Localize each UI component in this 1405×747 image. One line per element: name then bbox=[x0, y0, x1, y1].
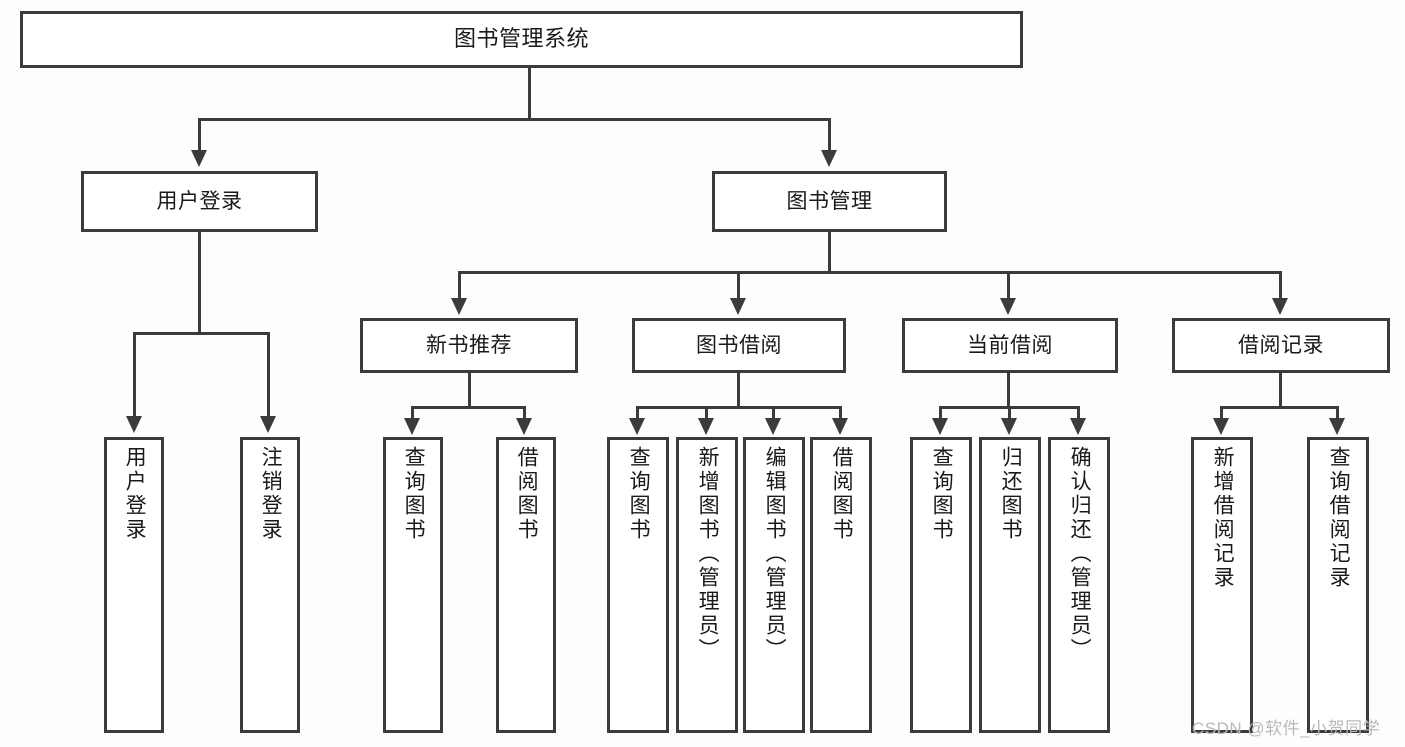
arrow-bm-to-current-borrow bbox=[1000, 298, 1016, 315]
leaf-borrow-record-query-record[interactable]: 查询借阅记录 bbox=[1307, 437, 1369, 733]
leaf-book-borrow-query-book[interactable]: 查询图书 bbox=[607, 437, 669, 733]
connector-book-borrow-bus bbox=[636, 406, 841, 409]
leaf-book-borrow-borrow-book[interactable]: 借阅图书 bbox=[810, 437, 872, 733]
arrow-user-login-to-leaf-0 bbox=[126, 416, 142, 433]
arrow-bb-to-leaf-2 bbox=[765, 418, 781, 435]
leaf-label: 查询借阅记录 bbox=[1327, 446, 1351, 590]
arrow-br-to-leaf-1 bbox=[1329, 418, 1345, 435]
connector-borrow-record-bus bbox=[1220, 406, 1339, 409]
connector-root-to-user-login bbox=[198, 118, 201, 152]
connector-root-stem bbox=[528, 68, 531, 120]
connector-user-login-to-leaf-1 bbox=[267, 332, 270, 420]
connector-user-login-to-leaf-0 bbox=[133, 332, 136, 420]
leaf-book-borrow-add-book-admin[interactable]: 新增图书（管理员） bbox=[676, 437, 738, 733]
leaf-label: 查询图书 bbox=[627, 446, 651, 542]
arrow-root-to-user-login bbox=[191, 150, 207, 167]
leaf-borrow-record-add-record[interactable]: 新增借阅记录 bbox=[1191, 437, 1253, 733]
leaf-label: 注销登录 bbox=[259, 446, 283, 542]
leaf-label: 用户登录 bbox=[123, 446, 147, 542]
connector-bm-to-current-borrow bbox=[1007, 271, 1010, 301]
leaf-label: 借阅图书 bbox=[830, 446, 854, 542]
leaf-label: 编辑图书（管理员） bbox=[763, 446, 787, 662]
connector-user-login-stem bbox=[198, 232, 201, 334]
arrow-cb-to-leaf-2 bbox=[1070, 418, 1086, 435]
arrow-bb-to-leaf-1 bbox=[698, 418, 714, 435]
leaf-user-login-logout[interactable]: 注销登录 bbox=[240, 437, 300, 733]
connector-nb-to-leaf-1 bbox=[523, 406, 526, 422]
leaf-new-book-query-book[interactable]: 查询图书 bbox=[383, 437, 443, 733]
node-current-borrow[interactable]: 当前借阅 bbox=[902, 318, 1118, 373]
connector-new-book-stem bbox=[468, 373, 471, 408]
connector-root-to-book-management bbox=[828, 118, 831, 152]
node-label: 图书管理 bbox=[786, 189, 873, 213]
leaf-book-borrow-edit-book-admin[interactable]: 编辑图书（管理员） bbox=[743, 437, 805, 733]
arrow-cb-to-leaf-1 bbox=[1001, 418, 1017, 435]
leaf-label: 查询图书 bbox=[930, 446, 954, 542]
node-root-book-management-system[interactable]: 图书管理系统 bbox=[20, 11, 1023, 68]
leaf-label: 归还图书 bbox=[999, 446, 1023, 542]
node-new-book-recommend[interactable]: 新书推荐 bbox=[360, 318, 578, 373]
connector-root-bus bbox=[198, 118, 831, 121]
connector-bb-to-leaf-2 bbox=[772, 406, 775, 422]
leaf-user-login-login[interactable]: 用户登录 bbox=[104, 437, 164, 733]
connector-br-to-leaf-1 bbox=[1336, 406, 1339, 422]
node-user-login[interactable]: 用户登录 bbox=[81, 171, 318, 232]
node-label: 用户登录 bbox=[156, 189, 243, 213]
connector-bm-to-new-book bbox=[458, 271, 461, 301]
leaf-new-book-borrow-book[interactable]: 借阅图书 bbox=[496, 437, 556, 733]
leaf-label: 确认归还（管理员） bbox=[1068, 446, 1092, 662]
node-book-management[interactable]: 图书管理 bbox=[712, 171, 947, 232]
connector-book-borrow-stem bbox=[737, 373, 740, 408]
connector-bb-to-leaf-3 bbox=[839, 406, 842, 422]
connector-nb-to-leaf-0 bbox=[411, 406, 414, 422]
connector-cb-to-leaf-0 bbox=[939, 406, 942, 422]
arrow-bm-to-new-book bbox=[451, 298, 467, 315]
arrow-nb-to-leaf-0 bbox=[404, 418, 420, 435]
connector-bb-to-leaf-0 bbox=[636, 406, 639, 422]
connector-borrow-record-stem bbox=[1279, 373, 1282, 408]
leaf-current-borrow-query-book[interactable]: 查询图书 bbox=[910, 437, 972, 733]
node-label: 新书推荐 bbox=[426, 333, 512, 357]
leaf-label: 查询图书 bbox=[402, 446, 426, 542]
arrow-bb-to-leaf-0 bbox=[629, 418, 645, 435]
connector-cb-to-leaf-2 bbox=[1077, 406, 1080, 422]
arrow-root-to-book-management bbox=[821, 150, 837, 167]
connector-br-to-leaf-0 bbox=[1220, 406, 1223, 422]
node-borrow-record[interactable]: 借阅记录 bbox=[1172, 318, 1390, 373]
arrow-user-login-to-leaf-1 bbox=[260, 416, 276, 433]
connector-bm-to-book-borrow bbox=[737, 271, 740, 301]
arrow-bb-to-leaf-3 bbox=[832, 418, 848, 435]
connector-bb-to-leaf-1 bbox=[705, 406, 708, 422]
connector-user-login-bus bbox=[133, 332, 270, 335]
connector-new-book-bus bbox=[411, 406, 526, 409]
node-book-borrow[interactable]: 图书借阅 bbox=[632, 318, 846, 373]
leaf-label: 新增借阅记录 bbox=[1211, 446, 1235, 590]
leaf-label: 借阅图书 bbox=[515, 446, 539, 542]
node-label: 当前借阅 bbox=[967, 333, 1053, 357]
arrow-cb-to-leaf-0 bbox=[932, 418, 948, 435]
connector-cb-to-leaf-1 bbox=[1008, 406, 1011, 422]
arrow-br-to-leaf-0 bbox=[1213, 418, 1229, 435]
arrow-bm-to-book-borrow bbox=[730, 298, 746, 315]
node-label: 图书借阅 bbox=[696, 333, 782, 357]
arrow-bm-to-borrow-record bbox=[1272, 298, 1288, 315]
leaf-current-borrow-confirm-return-admin[interactable]: 确认归还（管理员） bbox=[1048, 437, 1110, 733]
connector-book-management-bus bbox=[458, 271, 1282, 274]
arrow-nb-to-leaf-1 bbox=[516, 418, 532, 435]
node-label: 图书管理系统 bbox=[453, 26, 589, 52]
connector-bm-to-borrow-record bbox=[1279, 271, 1282, 301]
leaf-label: 新增图书（管理员） bbox=[696, 446, 720, 662]
leaf-current-borrow-return-book[interactable]: 归还图书 bbox=[979, 437, 1041, 733]
node-label: 借阅记录 bbox=[1238, 333, 1324, 357]
connector-book-management-stem bbox=[828, 232, 831, 274]
connector-current-borrow-stem bbox=[1007, 373, 1010, 408]
